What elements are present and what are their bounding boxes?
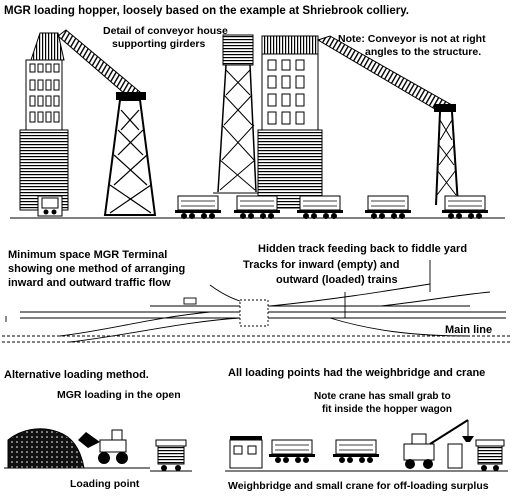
mgr-wagon-1 — [174, 195, 222, 220]
conveyor-detail-tower — [213, 34, 262, 194]
min-space-line-1: Minimum space MGR Terminal — [8, 249, 167, 261]
note-conveyor-line-1: Note: Conveyor is not at right — [338, 33, 486, 45]
tracks-label-line-2: outward (loaded) trains — [276, 274, 398, 286]
mgr-wagon-5 — [441, 195, 489, 220]
min-space-line-2: showing one method of arranging — [8, 263, 185, 275]
mgr-open-label: MGR loading in the open — [57, 389, 181, 401]
left-hopper — [10, 29, 170, 219]
detail-label-line-2: supporting girders — [112, 38, 205, 50]
weighbridge-label: Weighbridge and small crane for off-load… — [228, 480, 489, 492]
loading-point-label: Loading point — [70, 478, 140, 490]
note-conveyor-line-2: angles to the structure. — [365, 46, 481, 58]
track-plan — [2, 260, 510, 343]
min-space-line-3: inward and outward traffic flow — [8, 277, 171, 289]
tracks-label-line-1: Tracks for inward (empty) and — [243, 259, 399, 271]
weighbridge-scene — [225, 419, 508, 472]
right-hopper — [160, 35, 505, 219]
hidden-track-label: Hidden track feeding back to fiddle yard — [258, 243, 467, 255]
main-line-label: Main line — [445, 324, 492, 336]
open-loading-point — [4, 428, 192, 472]
mgr-wagon-3 — [296, 195, 344, 220]
mgr-wagon-4 — [364, 195, 412, 220]
mgr-wagon-2 — [233, 195, 281, 220]
alt-method-label: Alternative loading method. — [4, 369, 149, 381]
detail-label-line-1: Detail of conveyor house — [103, 25, 228, 37]
title: MGR loading hopper, loosely based on the… — [4, 5, 409, 17]
crane-note-line-2: fit inside the hopper wagon — [322, 404, 452, 415]
all-loading-points-label: All loading points had the weighbridge a… — [228, 367, 485, 379]
crane-note-line-1: Note crane has small grab to — [314, 391, 451, 402]
